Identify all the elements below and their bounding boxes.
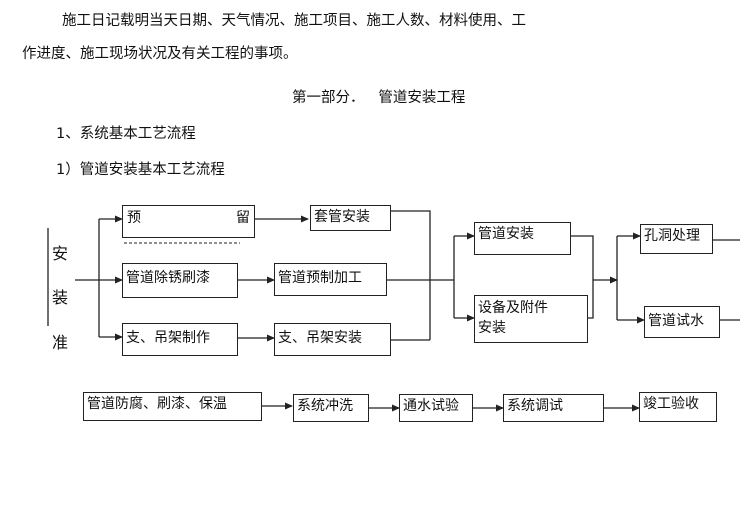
box-equipment-line1: 设备及附件 xyxy=(478,300,548,316)
start-char-zhuang: 装 xyxy=(52,288,69,307)
heading-pipe-process: 1）管道安装基本工艺流程 xyxy=(56,162,225,178)
box-reserve-left-text: 预 xyxy=(127,210,141,226)
box-support-make: 支、吊架制作 xyxy=(122,323,238,356)
box-acceptance: 竣工验收 xyxy=(639,392,717,422)
section-title: 第一部分． 管道安装工程 xyxy=(292,90,466,106)
box-pipe-prefab: 管道预制加工 xyxy=(274,263,387,296)
intro-line-2: 作进度、施工现场状况及有关工程的事项。 xyxy=(22,46,298,62)
box-derust-paint: 管道除锈刷漆 xyxy=(122,263,238,298)
start-char-an: 安 xyxy=(52,244,69,263)
box-equipment-install: 设备及附件 安装 xyxy=(474,295,588,343)
box-reserve: 预 留 xyxy=(122,205,255,238)
box-water-test: 通水试验 xyxy=(399,394,473,422)
box-equipment-line2: 安装 xyxy=(478,320,506,336)
box-sleeve-install: 套管安装 xyxy=(310,205,391,231)
box-pipe-install: 管道安装 xyxy=(474,222,571,255)
box-system-flush: 系统冲洗 xyxy=(293,394,369,422)
heading-process: 1、系统基本工艺流程 xyxy=(56,126,196,142)
box-anticorrosion: 管道防腐、刷漆、保温 xyxy=(83,392,262,421)
box-reserve-right-text: 留 xyxy=(236,210,250,226)
intro-line-1: 施工日记载明当天日期、天气情况、施工项目、施工人数、材料使用、工 xyxy=(62,13,526,29)
box-pipe-water-test: 管道试水 xyxy=(644,306,720,338)
box-hole-treatment: 孔洞处理 xyxy=(640,224,713,254)
start-char-zhun: 准 xyxy=(52,333,69,352)
box-support-install: 支、吊架安装 xyxy=(274,323,391,356)
box-system-debug: 系统调试 xyxy=(503,394,604,422)
